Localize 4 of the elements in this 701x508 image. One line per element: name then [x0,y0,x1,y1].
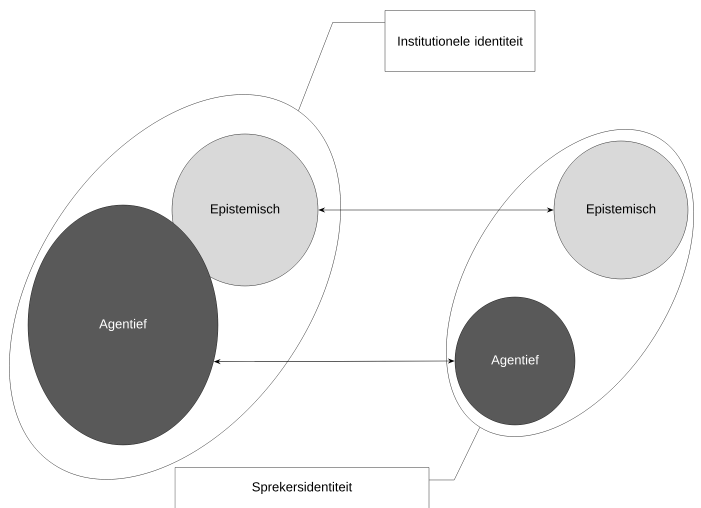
label-box: Institutionele identiteit [384,10,536,72]
label-box: Sprekersidentiteit [174,467,430,508]
leader-line [298,22,385,111]
leader-line [429,427,480,480]
